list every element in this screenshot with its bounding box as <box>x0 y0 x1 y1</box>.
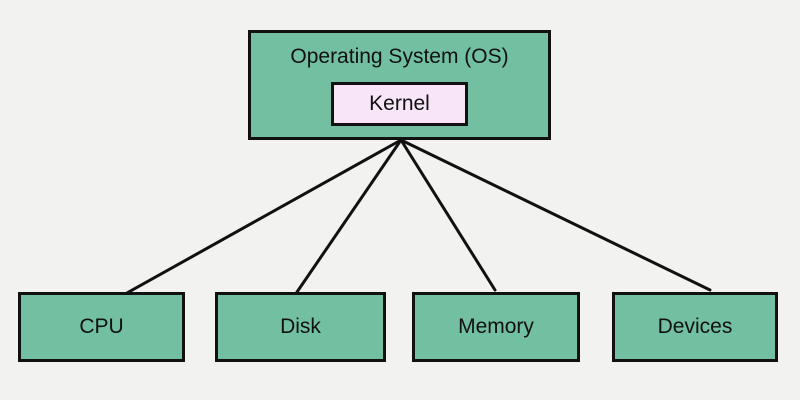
os-box: Operating System (OS) Kernel <box>248 30 551 140</box>
kernel-box: Kernel <box>331 82 468 126</box>
connector-kernel-to-disk <box>295 138 403 294</box>
os-box-label: Operating System (OS) <box>290 45 509 68</box>
cpu-box-label: CPU <box>79 315 124 338</box>
devices-box-label: Devices <box>657 315 733 338</box>
connector-kernel-to-cpu <box>125 138 403 295</box>
connector-kernel-to-devices <box>399 138 712 292</box>
devices-box: Devices <box>612 292 778 362</box>
connector-kernel-to-memory <box>399 138 497 292</box>
disk-box-label: Disk <box>280 315 321 338</box>
memory-box: Memory <box>412 292 580 362</box>
cpu-box: CPU <box>18 292 185 362</box>
memory-box-label: Memory <box>458 315 534 338</box>
disk-box: Disk <box>215 292 386 362</box>
kernel-box-label: Kernel <box>369 92 430 115</box>
